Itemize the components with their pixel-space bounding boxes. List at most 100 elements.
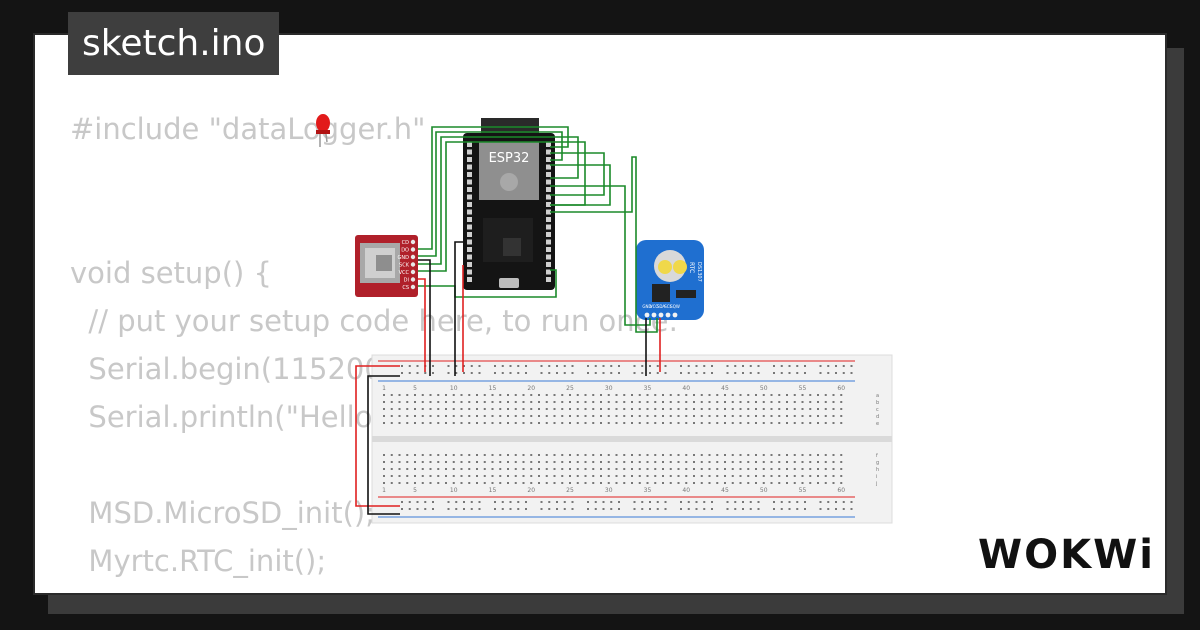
pin xyxy=(672,312,678,318)
pin xyxy=(546,269,551,275)
wires xyxy=(355,126,661,515)
row-letter: d xyxy=(876,414,879,420)
pin xyxy=(546,194,551,200)
code-line: Myrtc.RTC_init(); xyxy=(70,544,327,578)
red-wires xyxy=(355,265,661,507)
pin xyxy=(665,312,671,318)
code-line: #include "dataLogger.h" xyxy=(70,112,426,146)
pin xyxy=(467,269,472,275)
pin xyxy=(546,224,551,230)
wokwi-logo-text: WOKWi xyxy=(978,532,1152,578)
pin xyxy=(467,172,472,177)
pin xyxy=(546,209,551,215)
pin xyxy=(410,247,416,252)
pin xyxy=(546,202,551,207)
column-number: 60 xyxy=(837,487,845,494)
column-number: 1 xyxy=(382,385,386,392)
column-number: 10 xyxy=(450,487,458,494)
pin xyxy=(467,239,472,245)
esp32-board[interactable]: ESP32 xyxy=(463,118,555,290)
pin xyxy=(410,239,416,245)
column-number: 40 xyxy=(682,385,690,392)
row-letter: b xyxy=(876,400,879,406)
esp32-pin-headers xyxy=(467,142,551,282)
column-number: 10 xyxy=(450,385,458,392)
pin-label: VCC xyxy=(650,304,659,309)
pin xyxy=(410,277,416,282)
column-number: 5 xyxy=(413,385,417,392)
rtc-label: RTC xyxy=(688,262,695,273)
column-number: 45 xyxy=(721,385,729,392)
pin xyxy=(467,217,472,222)
wokwi-logo: WOKWi xyxy=(978,532,1152,578)
pin xyxy=(467,164,472,170)
pin xyxy=(546,262,551,267)
pin xyxy=(467,179,472,185)
pin xyxy=(467,142,472,147)
pin-label: CS xyxy=(402,285,409,291)
column-number: 35 xyxy=(644,385,652,392)
column-number: 45 xyxy=(721,487,729,494)
red-led[interactable] xyxy=(316,114,330,147)
column-number: 30 xyxy=(605,385,613,392)
column-number: 50 xyxy=(760,487,768,494)
pin-label: SDA xyxy=(657,304,666,309)
black-wires xyxy=(367,241,647,515)
pin xyxy=(546,149,551,155)
column-number: 55 xyxy=(799,487,807,494)
code-line: Serial.begin(115200); xyxy=(70,352,404,386)
column-number: 40 xyxy=(682,487,690,494)
pin xyxy=(546,142,551,147)
pin-label: SCK xyxy=(399,263,410,269)
pin xyxy=(546,247,551,252)
pin xyxy=(467,277,472,282)
code-line: void setup() { xyxy=(70,256,272,290)
pin xyxy=(467,149,472,155)
pin-label: SCL xyxy=(664,304,672,309)
pin xyxy=(467,232,472,237)
preview-card: #include "dataLogger.h"void setup() { //… xyxy=(33,33,1167,595)
column-number: 25 xyxy=(566,487,574,494)
column-number: 1 xyxy=(382,487,386,494)
pin-label: DO xyxy=(401,248,409,254)
row-letter: g xyxy=(876,460,879,466)
pin xyxy=(651,312,657,318)
pin xyxy=(546,254,551,260)
rtc-model: DS1307 xyxy=(696,262,702,282)
pin-label: SQW xyxy=(670,304,680,309)
row-letter: c xyxy=(876,407,879,413)
pin xyxy=(546,172,551,177)
column-number: 15 xyxy=(489,385,497,392)
column-number: 20 xyxy=(527,385,535,392)
column-number: 35 xyxy=(644,487,652,494)
pin xyxy=(467,194,472,200)
pin xyxy=(546,157,551,162)
row-letter: i xyxy=(876,474,877,480)
mcu-label: ESP32 xyxy=(489,151,530,166)
row-letter: h xyxy=(876,467,879,473)
column-number: 15 xyxy=(489,487,497,494)
pin xyxy=(410,254,416,260)
pin xyxy=(467,224,472,230)
pin xyxy=(467,157,472,162)
pin xyxy=(467,247,472,252)
pin xyxy=(546,239,551,245)
pin xyxy=(546,232,551,237)
column-number: 60 xyxy=(837,385,845,392)
pin-label: DI xyxy=(404,278,409,284)
pin xyxy=(467,202,472,207)
sketch-title-tab: sketch.ino xyxy=(68,12,280,75)
code-line: } xyxy=(70,585,678,593)
column-number: 5 xyxy=(413,487,417,494)
pin xyxy=(658,312,664,318)
code-preview: #include "dataLogger.h"void setup() { //… xyxy=(70,105,678,593)
code-line: MSD.MicroSD_init(); xyxy=(70,496,375,530)
pin xyxy=(467,262,472,267)
